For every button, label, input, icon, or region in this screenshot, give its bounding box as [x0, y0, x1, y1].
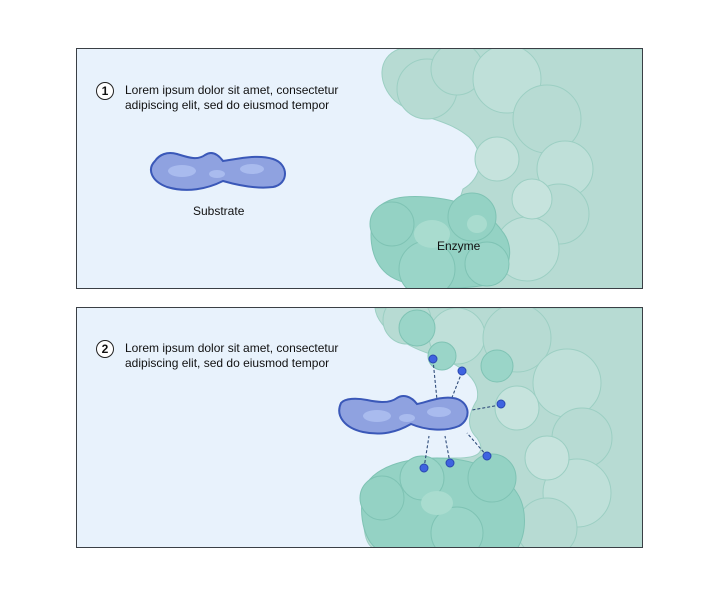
step-description: Lorem ipsum dolor sit amet, consectetur …: [125, 341, 339, 370]
binding-site-dot: [428, 354, 438, 364]
panel-2-illustration: [338, 308, 642, 547]
binding-site-dot: [419, 463, 429, 473]
binding-sites: [419, 354, 506, 473]
enzyme-shape: [369, 49, 642, 288]
substrate-shape: [150, 151, 286, 191]
binding-site-dot: [445, 458, 455, 468]
panel-step-1: 1 Lorem ipsum dolor sit amet, consectetu…: [76, 48, 643, 289]
panel-1-illustration: [150, 49, 642, 288]
panel-step-2: 2 Lorem ipsum dolor sit amet, consectetu…: [76, 307, 643, 548]
bond-lines: [423, 359, 501, 469]
step-number-badge: 2: [96, 340, 114, 358]
binding-site-dot: [496, 399, 506, 409]
enzyme-label: Enzyme: [437, 239, 481, 253]
step-number-badge: 1: [96, 82, 114, 100]
enzyme-shape: [359, 308, 642, 547]
substrate-shape: [338, 395, 469, 435]
binding-site-dot: [482, 451, 492, 461]
step-description: Lorem ipsum dolor sit amet, consectetur …: [125, 83, 339, 112]
binding-site-dot: [457, 366, 467, 376]
substrate-label: Substrate: [193, 204, 245, 218]
